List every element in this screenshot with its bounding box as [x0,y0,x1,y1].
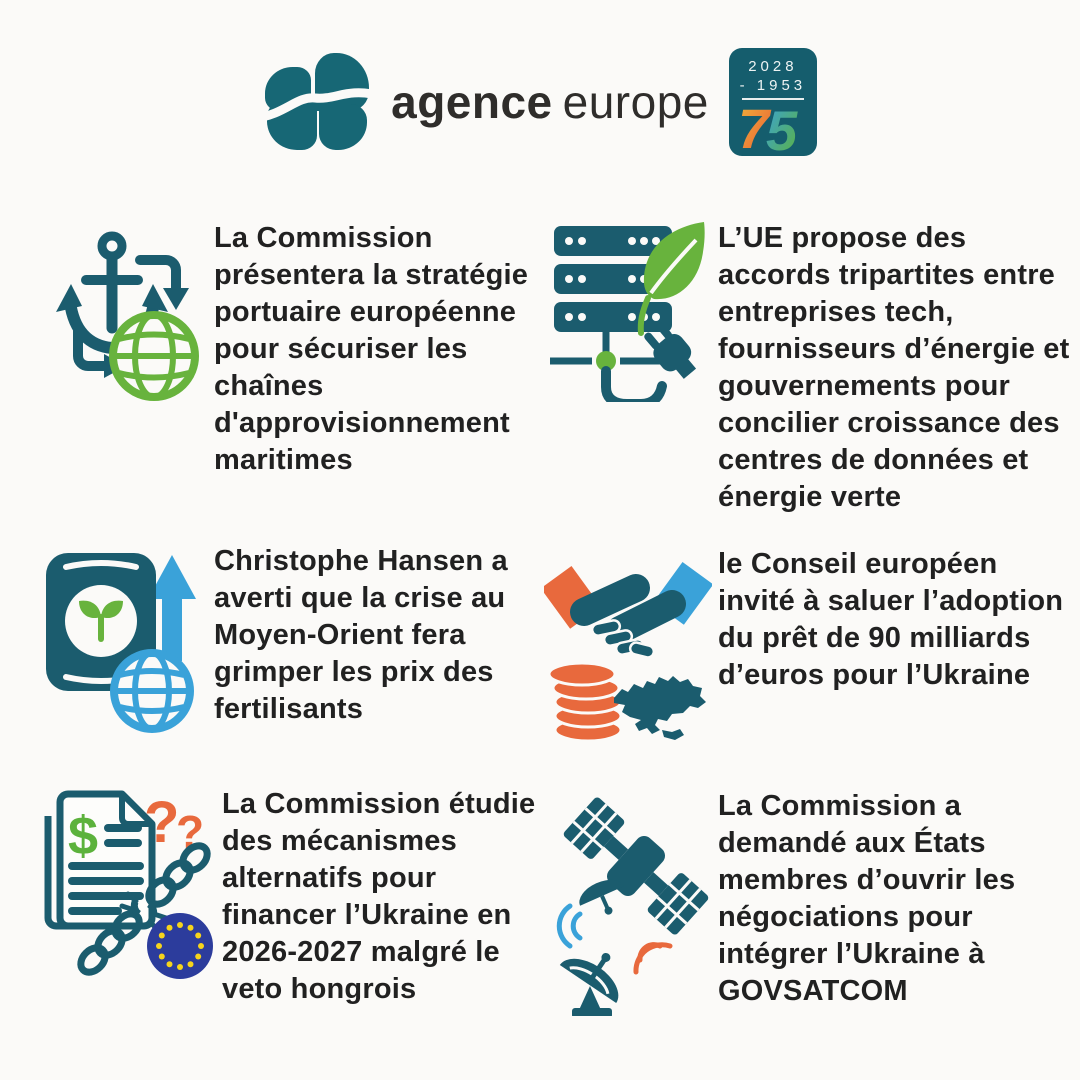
news-text: La Commission étudie des mécanismes alte… [222,788,536,1005]
badge-digit-7: 7 [738,98,772,156]
satellite-govsatcom-icon [556,797,709,1016]
badge-digit-5: 5 [766,99,798,156]
badge-divider [741,98,804,100]
fertilizer-price-rise-icon [46,553,196,733]
news-text: La Commission a demandé aux États membre… [718,790,1016,1007]
news-item-govsatcom: La Commission a demandé aux États membre… [544,788,1062,1016]
agence-europe-logo-icon [263,52,372,152]
document-broken-chain-eu-icon: $ ? ? [44,790,213,979]
anchor-globe-icon [56,231,199,401]
handshake-ukraine-loan-icon [544,562,712,742]
brand-name-light: europe [562,76,709,128]
news-item-ukraine-loan: le Conseil européen invité à saluer l’ad… [544,546,1072,742]
news-text: Christophe Hansen a averti que la crise … [214,545,508,725]
datacenter-green-energy-icon [550,222,705,402]
badge-year-top: 2028 [748,58,798,75]
news-item-ports: La Commission présentera la stratégie po… [40,220,532,479]
brand-name-bold: agence [391,76,553,128]
news-text: L’UE propose des accords tripartites ent… [718,222,1070,513]
logo-swoosh [263,88,372,122]
badge-75-icon: 7 5 [738,98,798,156]
badge-year-bottom: - 1953 [739,77,807,94]
news-text: La Commission présentera la stratégie po… [214,222,529,476]
news-item-financing: $ ? ? [40,786,554,1008]
news-item-fertilizers: Christophe Hansen a averti que la crise … [40,543,536,735]
news-item-datacenters: L’UE propose des accords tripartites ent… [544,220,1072,516]
anniversary-badge: 2028 - 1953 7 5 [728,48,817,156]
dollar-glyph: $ [68,806,98,866]
news-text: le Conseil européen invité à saluer l’ad… [718,548,1064,691]
question-mark-big: ? [144,790,179,855]
